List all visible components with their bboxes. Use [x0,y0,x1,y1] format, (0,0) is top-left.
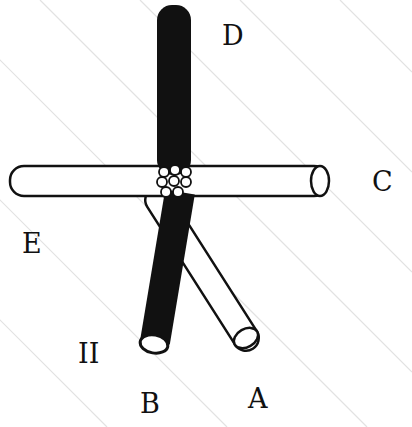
part-letter: B [140,390,160,417]
tube-ec [10,166,329,196]
part-letter: A [248,385,268,412]
part-letter: C [372,168,393,195]
tube-b [139,192,180,355]
part-letter: D [222,22,244,49]
part-letter: II [78,340,99,367]
tube-d [157,5,191,175]
junction-cluster [157,165,191,197]
part-letter: E [22,230,42,257]
